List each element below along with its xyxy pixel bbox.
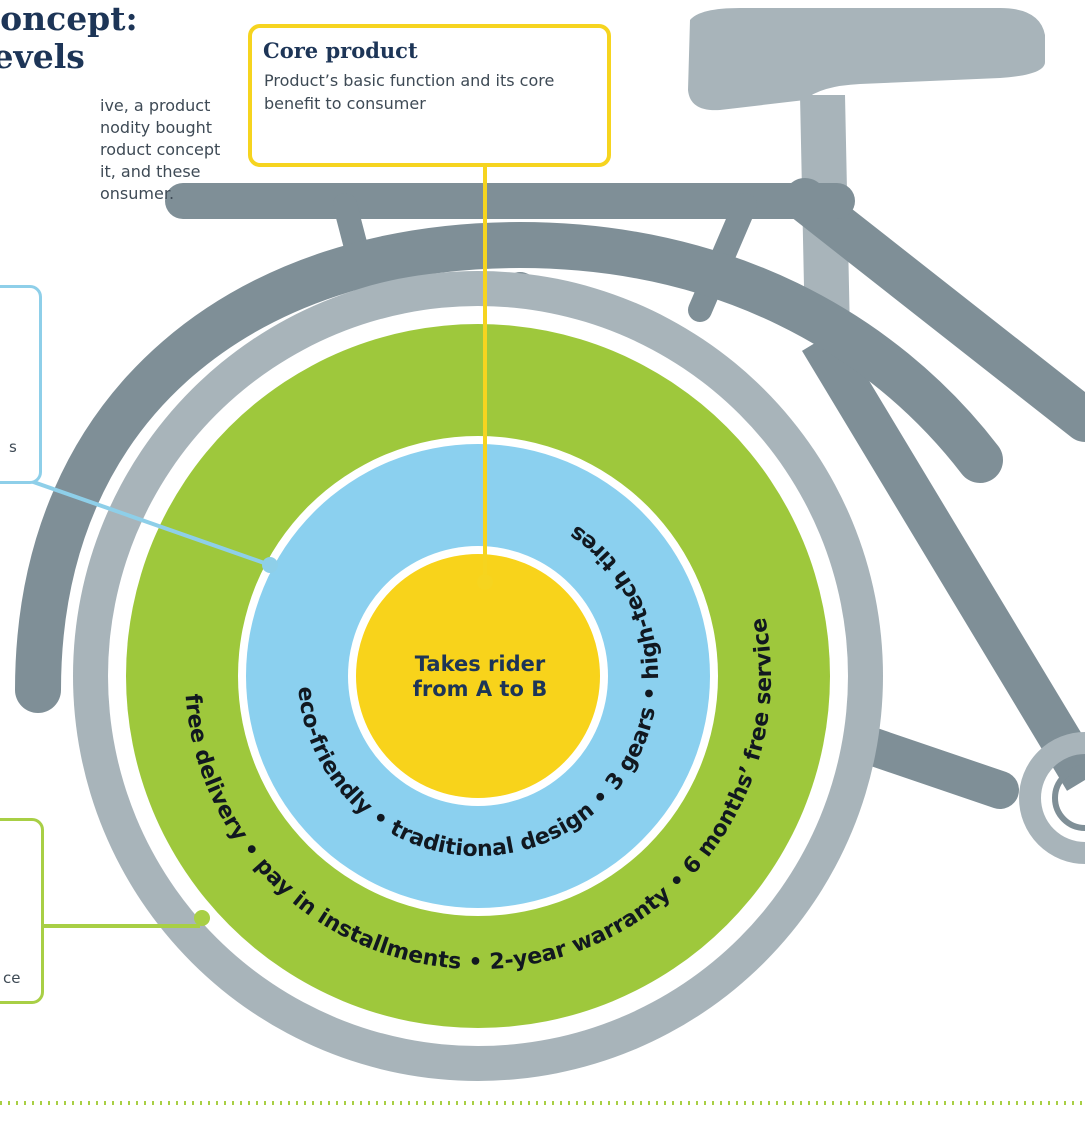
core-circle-fill [356, 554, 600, 798]
chainring-inner [1052, 765, 1085, 831]
mudguard [15, 221, 1003, 713]
actual-box-edge-text: s [9, 438, 17, 456]
augmented-product-box: ce [0, 818, 44, 1004]
core-product-description: Product’s basic function and its core be… [264, 71, 555, 113]
frame-down-tube [802, 329, 1085, 791]
frame-top-tube [783, 178, 1085, 442]
augmented-box-edge-text: ce [3, 969, 21, 987]
page-title: concept: levels [0, 0, 138, 76]
core-circle-label: Takes rider from A to B [412, 652, 548, 701]
augmented-connector-dot [194, 910, 210, 926]
core-product-box: Core product Product’s basic function an… [248, 24, 611, 167]
actual-connector-dot [262, 557, 278, 573]
core-product-title: Core product [263, 38, 418, 63]
chainring-icon [1019, 732, 1085, 864]
intro-text: ive, a product nodity bought roduct conc… [100, 96, 221, 203]
core-connector-dot [477, 574, 493, 590]
actual-product-box: s [0, 285, 42, 484]
actual-connector-line [21, 476, 271, 567]
seat-icon [688, 8, 1045, 111]
